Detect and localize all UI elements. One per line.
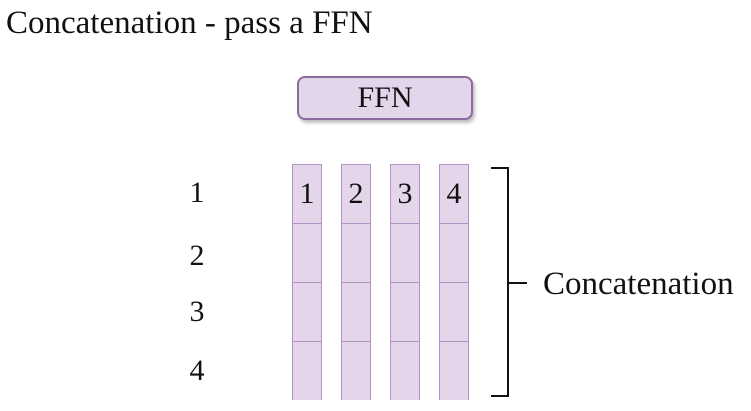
vector-cell <box>440 341 468 400</box>
vector-cell <box>440 223 468 282</box>
concatenation-bracket <box>491 167 509 397</box>
vector-column: 4 <box>439 164 469 400</box>
row-label: 3 <box>189 295 205 328</box>
column-label: 2 <box>348 177 364 210</box>
concatenation-label: Concatenation <box>543 266 734 302</box>
row-label: 4 <box>189 354 205 387</box>
vector-cell <box>342 341 370 400</box>
row-label: 2 <box>189 239 205 272</box>
bracket-tick <box>509 282 527 284</box>
vector-cell <box>342 223 370 282</box>
vector-cell: 4 <box>440 165 468 224</box>
vector-cell: 1 <box>293 165 321 224</box>
ffn-label: FFN <box>357 81 413 114</box>
column-label: 4 <box>446 177 462 210</box>
vector-cell <box>391 223 419 282</box>
vector-cell <box>391 341 419 400</box>
vector-cell: 2 <box>342 165 370 224</box>
vector-cell <box>293 341 321 400</box>
vector-cell <box>391 282 419 341</box>
vector-column: 2 <box>341 164 371 400</box>
vector-cell: 3 <box>391 165 419 224</box>
vector-cell <box>440 282 468 341</box>
column-label: 3 <box>397 177 413 210</box>
vector-column: 1 <box>292 164 322 400</box>
vector-column: 3 <box>390 164 420 400</box>
row-label: 1 <box>189 176 205 209</box>
column-label: 1 <box>299 177 315 210</box>
vector-cell <box>293 223 321 282</box>
vector-cell <box>293 282 321 341</box>
slide-title: Concatenation - pass a FFN <box>6 5 373 41</box>
ffn-block: FFN <box>297 76 473 120</box>
vector-cell <box>342 282 370 341</box>
